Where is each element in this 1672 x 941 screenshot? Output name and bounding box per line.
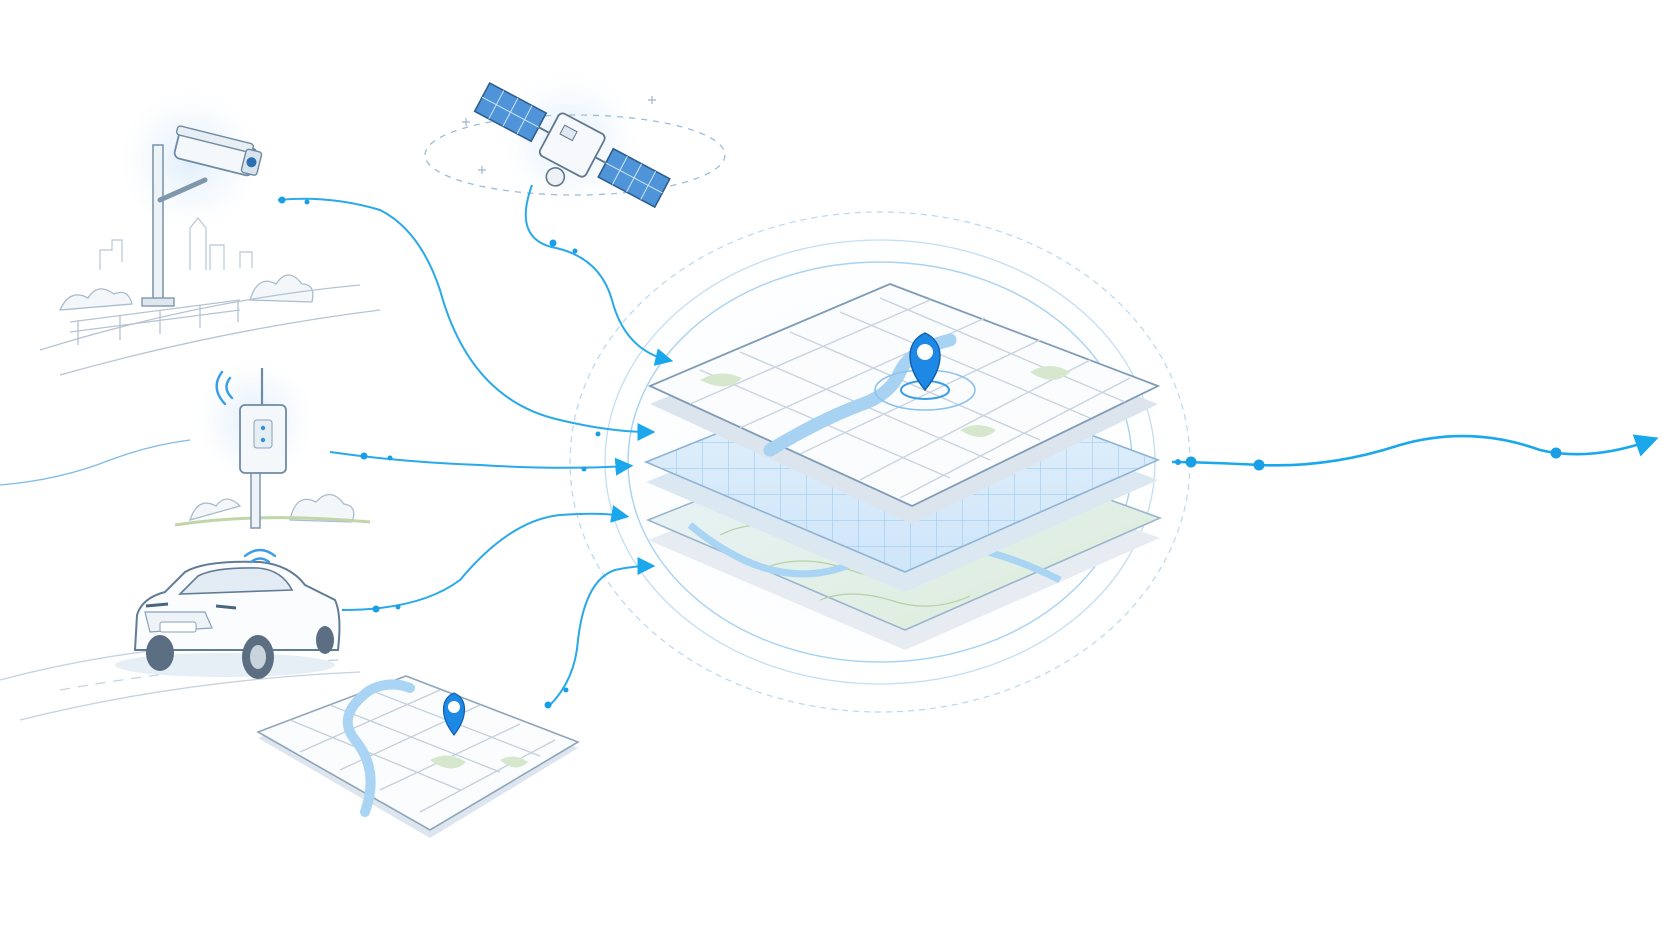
wifi-signal-icon	[215, 370, 234, 406]
flow-connector-dots	[278, 196, 601, 709]
car-flow-line	[341, 505, 630, 611]
surveillance-camera-icon	[39, 90, 381, 376]
input-flow-lines	[277, 184, 674, 706]
satellite-icon	[424, 72, 726, 209]
location-pin-icon	[442, 692, 466, 736]
camera-flow-line	[277, 197, 656, 441]
satellite-flow-line	[524, 184, 674, 366]
central-location-pin-icon	[909, 332, 941, 392]
output-arrow-icon	[1171, 434, 1659, 471]
car-wifi-signal-icon	[243, 548, 277, 564]
map-tile-icon	[256, 675, 580, 838]
iot-sensor-icon	[174, 360, 371, 529]
decorative-curve	[0, 439, 191, 486]
map-flow-line	[549, 557, 656, 706]
connected-car-icon	[0, 548, 361, 721]
map-layer-stack-icon	[643, 283, 1163, 650]
